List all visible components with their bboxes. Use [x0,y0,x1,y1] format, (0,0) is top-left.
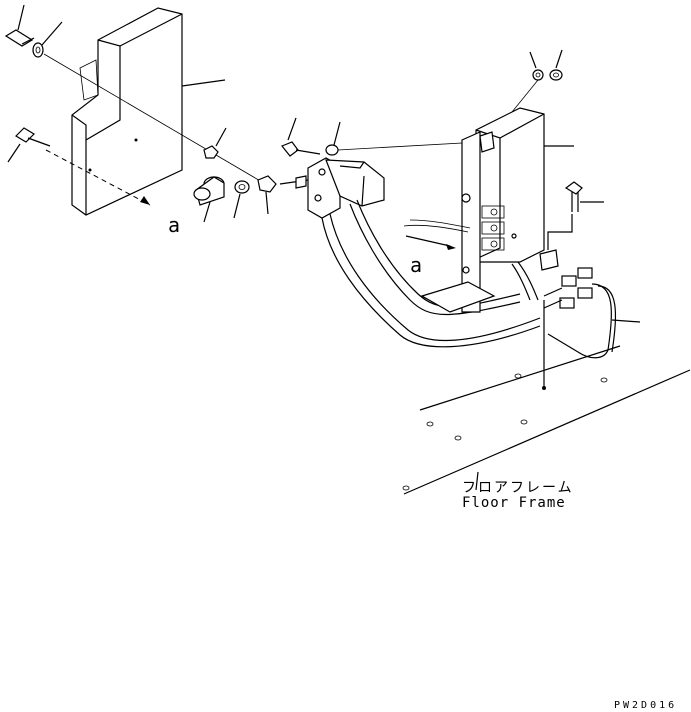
view-marker-a-right: a [410,253,422,277]
washer-top-right-1 [529,51,544,81]
nut-top-right [549,49,563,81]
bolt-switch-top [281,117,321,157]
floor-frame-label-en: Floor Frame [462,495,566,511]
connectors [511,261,641,359]
cover-panel [71,7,183,216]
knob [193,176,225,223]
nut-center [203,127,227,159]
bracket-assembly [403,107,559,313]
washer-switch [325,121,341,156]
drawing-code: PW2D016 [614,700,677,711]
floor-frame [402,345,691,495]
bolt-right [564,181,604,212]
washer-center [233,180,250,219]
washer-top-left [32,21,63,58]
view-marker-a-left: a [168,213,180,237]
floor-frame-label-jp: フロアフレーム [462,480,574,496]
bolt-top-left [4,4,35,47]
bolt-mid-left [7,127,51,163]
nut-right-of-knob [257,175,277,215]
switch-assembly [279,157,385,219]
